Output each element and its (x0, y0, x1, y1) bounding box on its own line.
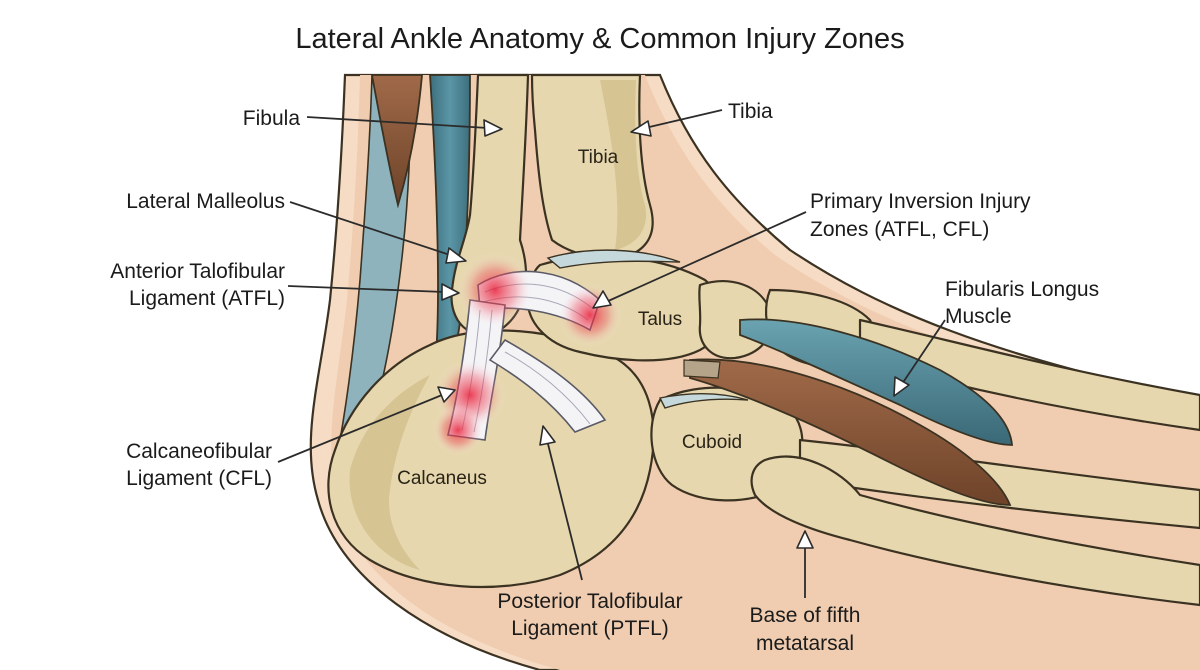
bone-label-tibia: Tibia (578, 147, 619, 168)
callout-atfl-line2: Ligament (ATFL) (129, 287, 285, 310)
posterior-muscle-brown (370, 74, 423, 209)
fibularis-brevis-muscle (689, 358, 1012, 506)
callout-injury-line2: Zones (ATFL, CFL) (810, 218, 989, 241)
callout-fibularis-line1: Fibularis Longus (945, 278, 1099, 301)
callout-ptfl-line1: Posterior Talofibular (497, 590, 682, 613)
injury-zone-cfl-lower (432, 404, 484, 456)
bone-label-talus: Talus (638, 309, 682, 330)
callout-fifth-metatarsal-line1: Base of fifth (750, 604, 861, 627)
callout-cfl-line2: Ligament (CFL) (126, 467, 272, 490)
callout-labels: Fibula Tibia Lateral Malleolus Anterior … (110, 100, 1099, 655)
tibia-shade (600, 80, 647, 250)
bone-label-cuboid: Cuboid (682, 432, 742, 453)
fibularis-longus-muscle (739, 318, 1013, 446)
diagram-title: Lateral Ankle Anatomy & Common Injury Zo… (295, 23, 904, 55)
foot-illustration (309, 73, 1200, 670)
ptfl-ligament (488, 338, 607, 433)
injury-zone-atfl-anterior (558, 283, 622, 347)
subtalar-cartilage (658, 393, 749, 409)
callout-fibularis-line2: Muscle (945, 305, 1012, 328)
callout-fifth-metatarsal-line2: metatarsal (756, 632, 854, 655)
callout-ptfl-line2: Ligament (PTFL) (511, 617, 669, 640)
fifth-metatarsal-bone (750, 455, 1200, 607)
calcaneus-shade (349, 375, 430, 570)
callout-cfl-line1: Calcaneofibular (126, 440, 272, 463)
callout-arrows (277, 109, 946, 598)
bone-label-calcaneus: Calcaneus (397, 468, 487, 489)
callout-injury-line1: Primary Inversion Injury (810, 190, 1031, 213)
callout-fibula: Fibula (243, 107, 301, 130)
ankle-joint-cartilage (546, 249, 681, 269)
fibularis-brevis-tendon (683, 359, 721, 379)
callout-atfl-line1: Anterior Talofibular (110, 260, 285, 283)
injury-zone-atfl (457, 252, 533, 328)
callout-lateral-malleolus: Lateral Malleolus (126, 190, 285, 213)
callout-tibia: Tibia (728, 100, 773, 123)
